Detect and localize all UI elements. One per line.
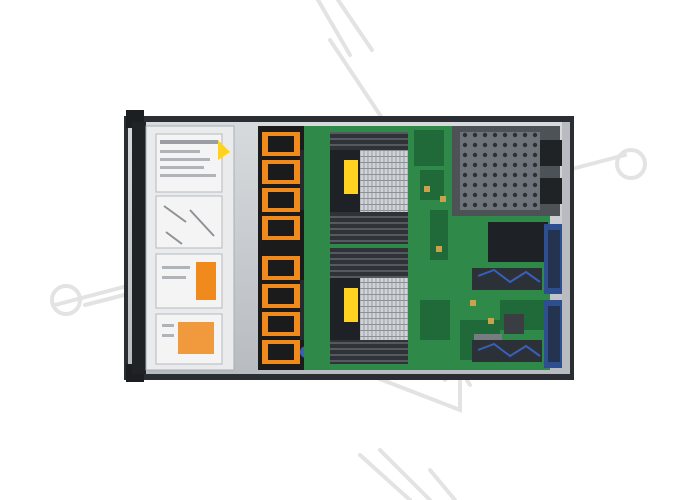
psu-bay	[452, 126, 570, 216]
fan-7	[262, 312, 300, 336]
cpu-1-label	[344, 160, 358, 194]
dimm-bank-2a	[330, 248, 408, 278]
cpu-1-heatsink	[360, 150, 408, 212]
cpu-2-heatsink	[360, 278, 408, 340]
riser-card-1	[488, 222, 548, 262]
fan-5	[262, 256, 300, 280]
dimm-bank-1b	[330, 212, 408, 244]
rear-panel-edge	[562, 122, 570, 374]
warning-label-orange	[196, 262, 216, 300]
riser-area	[472, 222, 564, 368]
fan-2	[262, 160, 300, 184]
front-bezel	[132, 122, 146, 374]
fan-8	[262, 340, 300, 364]
cpu-1-assembly	[330, 132, 408, 244]
psu-vent-grille	[460, 132, 540, 210]
fan-6	[262, 284, 300, 308]
warning-triangle-icon	[218, 140, 230, 160]
cpu-2-label	[344, 288, 358, 322]
info-label-2	[155, 195, 223, 249]
fan-1	[262, 132, 300, 156]
dimm-bank-2b	[330, 340, 408, 364]
dimm-bank-1a	[330, 132, 408, 150]
psu-2	[540, 178, 562, 204]
fan-4	[262, 216, 300, 240]
psu-1	[540, 140, 562, 166]
cpu-2-assembly	[330, 248, 408, 364]
fan-3	[262, 188, 300, 212]
drive-bay-area	[145, 125, 235, 371]
